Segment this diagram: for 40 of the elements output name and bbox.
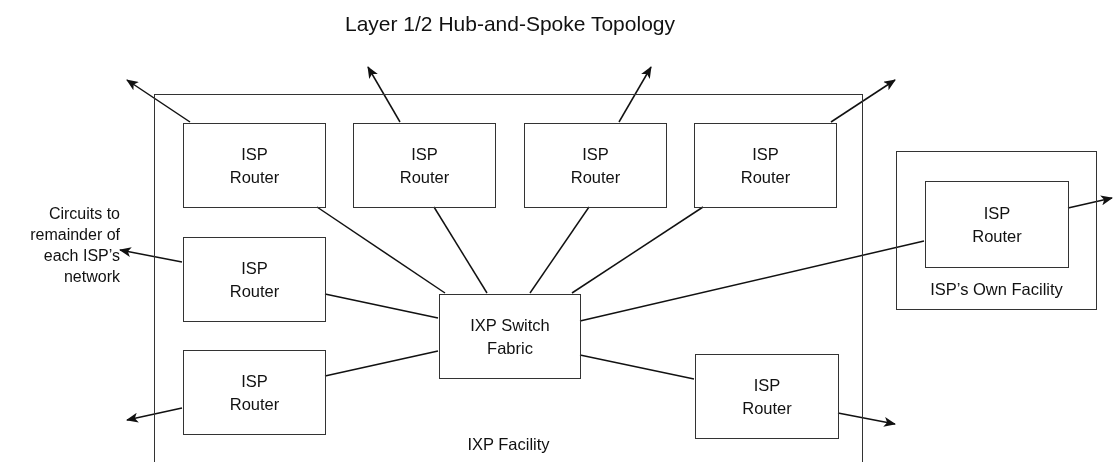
group-label: ISP’s Own Facility: [930, 279, 1063, 300]
note-text: Circuits to remainder of each ISP’s network: [6, 203, 120, 291]
node-label: ISP Router: [228, 143, 281, 188]
node-label: ISP Router: [569, 143, 622, 188]
connector-line: [324, 293, 439, 319]
node-label: ISP Router: [971, 202, 1023, 247]
node-label: ISP Router: [228, 370, 281, 415]
arrow: [1067, 195, 1113, 209]
connector-line: [316, 206, 446, 294]
node-label: ISP Router: [398, 143, 451, 188]
facility-box: [154, 94, 863, 462]
node-label: ISP Router: [228, 257, 281, 302]
connector-line: [579, 240, 925, 322]
process-box: [925, 181, 1069, 268]
connector-line: [571, 206, 704, 294]
process-box: [183, 237, 326, 322]
process-box: [439, 294, 581, 379]
process-box: [353, 123, 496, 208]
node-label: IXP Switch Fabric: [469, 314, 551, 359]
arrow: [367, 66, 401, 123]
group-label: IXP Facility: [467, 434, 550, 455]
connector-line: [529, 206, 590, 294]
process-box: [694, 123, 837, 208]
arrow: [126, 79, 191, 123]
arrow: [119, 247, 183, 263]
process-box: [695, 354, 839, 439]
diagram-title: Layer 1/2 Hub-and-Spoke Topology: [344, 12, 676, 36]
arrow: [837, 412, 896, 427]
process-box: [183, 123, 326, 208]
arrow: [830, 79, 896, 123]
connector-line: [433, 206, 488, 294]
facility-box: [896, 151, 1097, 310]
arrow: [618, 66, 652, 123]
node-label: ISP Router: [739, 143, 792, 188]
process-box: [183, 350, 326, 435]
connector-line: [324, 350, 439, 377]
node-label: ISP Router: [741, 374, 793, 419]
arrow: [126, 407, 183, 423]
process-box: [524, 123, 667, 208]
connector-line: [579, 354, 695, 380]
